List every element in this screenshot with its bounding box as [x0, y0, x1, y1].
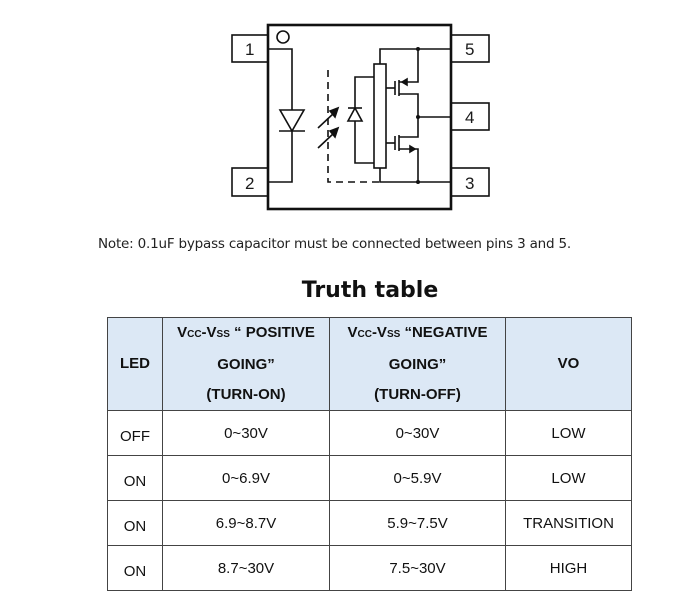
header-positive-going: VCC-VSS “ POSITIVE GOING” (TURN-ON): [162, 317, 330, 411]
cell-negative: 0~30V: [329, 410, 506, 456]
photodiode-icon: [346, 76, 374, 164]
cell-led: ON: [107, 455, 163, 501]
table-row: ON 6.9~8.7V 5.9~7.5V TRANSITION: [107, 500, 632, 546]
pin-5-label: 5: [465, 40, 474, 59]
cell-negative: 7.5~30V: [329, 545, 506, 591]
cell-positive: 8.7~30V: [162, 545, 330, 591]
cell-negative: 5.9~7.5V: [329, 500, 506, 546]
header-text: “ POSITIVE: [229, 324, 315, 341]
led-icon: [268, 48, 306, 183]
subscript-cc: CC: [187, 329, 202, 340]
driver-block: [373, 63, 387, 169]
cell-vo: LOW: [505, 410, 632, 456]
header-line3: (TURN-ON): [206, 386, 286, 403]
header-vo: VO: [505, 317, 632, 411]
optocoupler-diagram: 1 2 3 4 5: [231, 23, 490, 211]
pin-4-label: 4: [465, 108, 474, 127]
cell-vo: TRANSITION: [505, 500, 632, 546]
pin-1-label: 1: [245, 40, 254, 59]
wire-pin5: [379, 48, 451, 64]
pmos-transistor-icon: [386, 49, 419, 117]
cell-positive: 6.9~8.7V: [162, 500, 330, 546]
table-row: OFF 0~30V 0~30V LOW: [107, 410, 632, 456]
pin-2-label: 2: [245, 174, 254, 193]
table-row: ON 8.7~30V 7.5~30V HIGH: [107, 545, 632, 591]
header-row: LED VCC-VSS “ POSITIVE GOING” (TURN-ON) …: [107, 317, 632, 411]
cell-led: ON: [107, 545, 163, 591]
cell-led: ON: [107, 500, 163, 546]
header-line2: GOING”: [388, 356, 447, 373]
cell-negative: 0~5.9V: [329, 455, 506, 501]
cell-vo: HIGH: [505, 545, 632, 591]
light-arrows-icon: [317, 106, 340, 149]
cell-vo: LOW: [505, 455, 632, 501]
truth-table: LED VCC-VSS “ POSITIVE GOING” (TURN-ON) …: [107, 317, 632, 591]
v-label: -V: [371, 324, 387, 341]
pin-3-label: 3: [465, 174, 474, 193]
shield-dashed-line: [327, 70, 382, 183]
pin1-marker-icon: [276, 30, 290, 44]
header-negative-going: VCC-VSS “NEGATIVE GOING” (TURN-OFF): [329, 317, 506, 411]
subscript-cc: CC: [357, 329, 372, 340]
v-label: V: [177, 324, 188, 341]
cell-positive: 0~6.9V: [162, 455, 330, 501]
nmos-transistor-icon: [386, 117, 419, 182]
wire-pin3: [379, 168, 451, 183]
table-row: ON 0~6.9V 0~5.9V LOW: [107, 455, 632, 501]
header-line3: (TURN-OFF): [374, 386, 461, 403]
v-label: V: [347, 324, 358, 341]
v-label: -V: [201, 324, 217, 341]
subscript-ss: SS: [386, 329, 401, 340]
header-line2: GOING”: [217, 356, 275, 373]
cell-led: OFF: [107, 410, 163, 456]
truth-table-title: Truth table: [301, 278, 439, 303]
cell-positive: 0~30V: [162, 410, 330, 456]
header-text: “NEGATIVE: [400, 324, 488, 341]
header-led: LED: [107, 317, 163, 411]
bypass-note: Note: 0.1uF bypass capacitor must be con…: [98, 236, 571, 252]
subscript-ss: SS: [216, 329, 230, 340]
